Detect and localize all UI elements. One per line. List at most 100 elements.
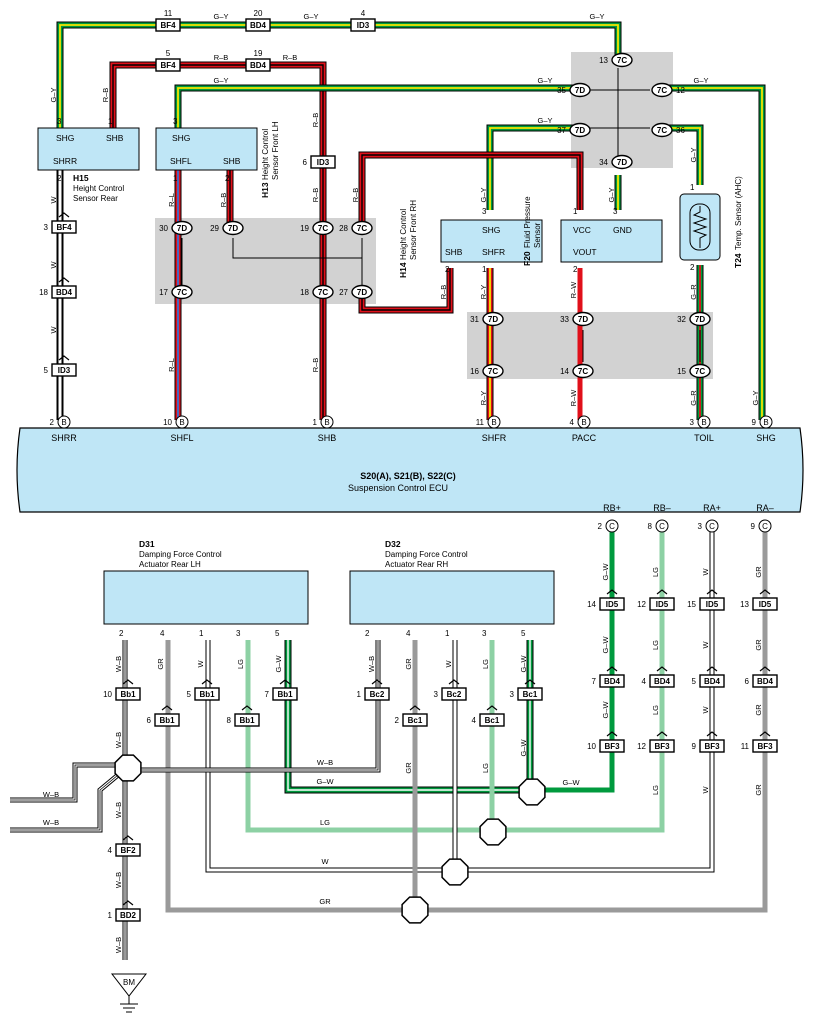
h15-desc2: Sensor Rear	[73, 194, 118, 203]
ecu-name: Suspension Control ECU	[348, 483, 448, 493]
svg-text:13: 13	[599, 56, 608, 65]
ecu-term-marker	[697, 415, 711, 429]
wire-vcc	[358, 151, 584, 228]
svg-text:7D: 7D	[488, 315, 498, 324]
wire-label-gr: GR	[754, 784, 763, 796]
junction-block-top	[571, 52, 673, 168]
wire-label-gr: GR	[404, 762, 413, 774]
svg-text:Bc1: Bc1	[523, 690, 538, 699]
wire-label-gy: G–Y	[479, 187, 488, 202]
svg-text:12: 12	[637, 600, 646, 609]
svg-text:BF3: BF3	[654, 742, 670, 751]
h15-pin-shrr: 2	[57, 174, 62, 183]
wire-gw	[284, 640, 534, 794]
wire-label-gy: G–Y	[213, 76, 228, 85]
h13-pin-shb: 2	[225, 174, 230, 183]
svg-text:7C: 7C	[318, 224, 328, 233]
wire-label-rb: R–B	[311, 358, 320, 373]
svg-text:5: 5	[692, 677, 697, 686]
svg-text:7D: 7D	[357, 288, 367, 297]
wire-label-rb: R–B	[219, 193, 228, 208]
splice-gw	[518, 778, 546, 806]
svg-text:7C: 7C	[695, 367, 705, 376]
ecu-term-pin: 2	[50, 418, 55, 427]
wire-label-w: W	[49, 196, 58, 204]
svg-text:6: 6	[745, 677, 750, 686]
f20-term-vout: VOUT	[573, 247, 597, 257]
wire-label-lg: LG	[651, 785, 660, 795]
svg-text:33: 33	[560, 315, 569, 324]
svg-text:Bb1: Bb1	[239, 716, 255, 725]
svg-text:7C: 7C	[657, 126, 667, 135]
svg-text:10: 10	[587, 742, 596, 751]
wire-label-lg: LG	[481, 659, 490, 669]
svg-text:3: 3	[236, 629, 241, 638]
f20-pin-vout: 2	[573, 265, 578, 274]
svg-text:4: 4	[406, 629, 411, 638]
svg-text:BF3: BF3	[704, 742, 720, 751]
wire-label-gr_red: G–R	[689, 390, 698, 406]
svg-text:Bc1: Bc1	[408, 716, 423, 725]
h13-desc1: Height Control	[261, 129, 270, 180]
svg-text:4: 4	[472, 716, 477, 725]
wire-label-wb: W–B	[114, 872, 123, 888]
wire-label-gy: G–Y	[689, 147, 698, 162]
f20-sensor	[560, 219, 663, 263]
wire-label-gy: G–Y	[693, 76, 708, 85]
h15-term-shb: SHB	[106, 133, 124, 143]
ecu-term-name: SHG	[756, 433, 776, 443]
d31-desc1: Damping Force Control	[139, 550, 222, 559]
ecu-term-conn: B	[61, 418, 66, 427]
svg-text:7C: 7C	[177, 288, 187, 297]
splice-wb	[114, 754, 142, 782]
t24-desc1: Temp. Sensor (AHC)	[734, 176, 743, 250]
wire-shg-ecu	[660, 84, 766, 420]
svg-text:3: 3	[44, 223, 49, 232]
svg-text:BF3: BF3	[604, 742, 620, 751]
t24-pin2: 2	[690, 263, 695, 272]
wire-label-gr_red: G–R	[689, 284, 698, 300]
h14-code: H14	[398, 262, 408, 278]
svg-text:5: 5	[275, 629, 280, 638]
h14-desc1: Height Control	[399, 209, 408, 260]
svg-text:7C: 7C	[578, 367, 588, 376]
h13-code: H13	[260, 182, 270, 198]
f20-term-vcc: VCC	[573, 225, 591, 235]
wire-label-gw: G–W	[519, 739, 528, 757]
wire-label-gy: G–Y	[303, 12, 318, 21]
f20-pin-vcc: 1	[573, 207, 578, 216]
svg-text:7D: 7D	[575, 86, 585, 95]
wire-label-ry: R–Y	[479, 285, 488, 300]
ecu-term-pin: 8	[648, 522, 653, 531]
svg-text:10: 10	[103, 690, 112, 699]
wire-label-gr: GR	[319, 897, 331, 906]
wire-label-w: W	[701, 786, 710, 794]
h15-pin-shg: 3	[57, 117, 62, 126]
svg-text:BD4: BD4	[56, 288, 73, 297]
svg-text:37: 37	[557, 126, 566, 135]
wire-label-rl: R–L	[167, 193, 176, 207]
wire-label-rb: R–B	[351, 188, 360, 203]
ecu-term-conn: B	[581, 418, 586, 427]
svg-text:3: 3	[482, 629, 487, 638]
ecu-term-name: PACC	[572, 433, 597, 443]
h13-sensor	[155, 127, 258, 171]
svg-text:15: 15	[677, 367, 686, 376]
h13-term-shg: SHG	[172, 133, 190, 143]
t24-pin1: 1	[690, 183, 695, 192]
ecu-term-pin: 3	[690, 418, 695, 427]
